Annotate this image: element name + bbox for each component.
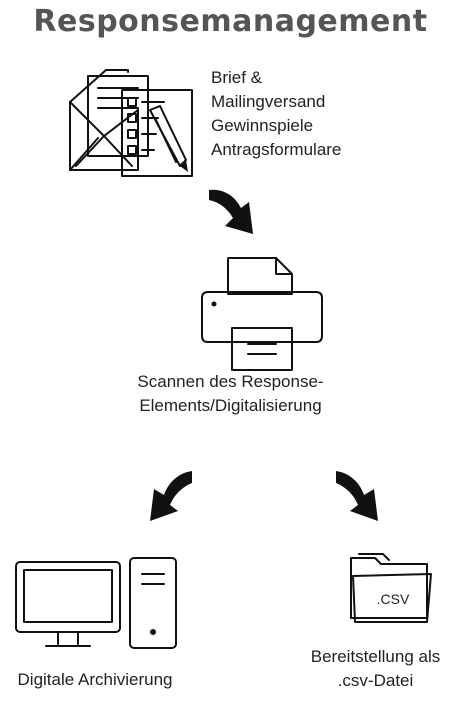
scan-line: Elements/Digitalisierung xyxy=(139,396,322,415)
envelope-checklist-icon xyxy=(69,69,193,177)
csv-line: Bereitstellung als xyxy=(310,647,441,666)
curved-arrow-icon xyxy=(209,189,253,234)
scan-description: Scannen des Response- Elements/Digitalis… xyxy=(0,370,461,418)
computer-icon xyxy=(15,557,177,649)
archive-label: Digitale Archivierung xyxy=(17,670,173,689)
folder-label: .CSV xyxy=(377,591,410,607)
mailing-item: Brief & xyxy=(211,68,263,87)
mailing-item: Antragsformulare xyxy=(211,140,342,159)
csv-line: .csv-Datei xyxy=(337,671,414,690)
diagram-title: Responsemanagement xyxy=(33,4,428,39)
mailing-item: Mailingversand xyxy=(211,92,326,111)
scan-line: Scannen des Response- xyxy=(137,372,324,391)
csv-description: Bereitstellung als .csv-Datei xyxy=(290,645,461,693)
printer-scanner-icon xyxy=(201,257,323,371)
mailing-list: Brief & Mailingversand Gewinnspiele Antr… xyxy=(211,66,341,162)
mailing-item: Gewinnspiele xyxy=(211,116,314,135)
curved-arrow-left-icon xyxy=(150,471,192,521)
curved-arrow-right-icon xyxy=(336,471,378,521)
folder-icon: .CSV xyxy=(350,553,432,623)
